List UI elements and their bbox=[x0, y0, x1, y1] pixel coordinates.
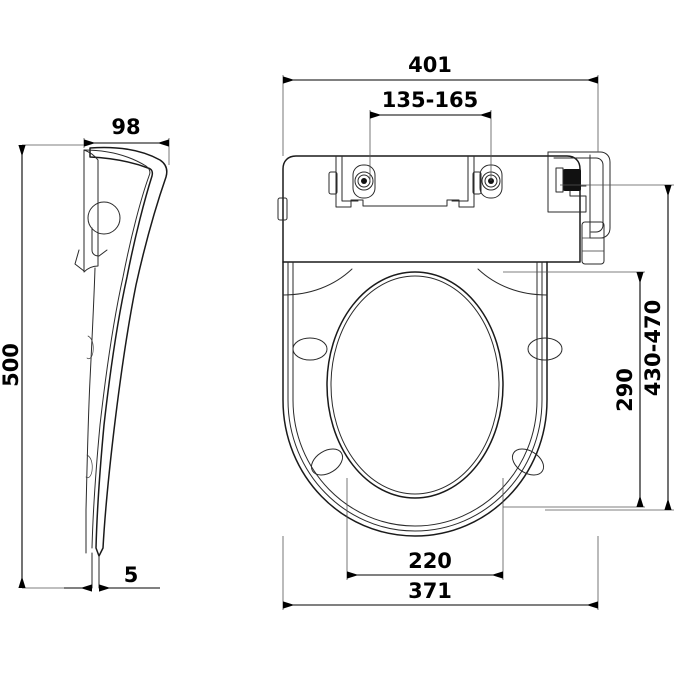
top-left-edge-tab bbox=[277, 197, 288, 221]
top-bumper-upper-left bbox=[292, 337, 328, 361]
dimension-430-470: 430-470 bbox=[545, 184, 674, 511]
top-clip-right bbox=[472, 171, 482, 195]
top-hinge-pad-left bbox=[352, 164, 376, 199]
dimension-401-label: 401 bbox=[408, 53, 452, 77]
side-bumper-circle bbox=[87, 201, 121, 235]
top-damper-core bbox=[563, 169, 581, 191]
side-pad-upper bbox=[86, 335, 94, 360]
top-plan-view: 401 135-165 220 371 bbox=[277, 53, 674, 610]
side-bumper-stem bbox=[91, 227, 108, 257]
top-seat-shoulder-left bbox=[282, 268, 353, 296]
top-hinge-bracket-outline bbox=[335, 156, 475, 208]
top-seat-inner-opening bbox=[326, 271, 504, 499]
top-damper-tail bbox=[581, 221, 605, 265]
side-bottom-stem bbox=[91, 552, 100, 589]
dimension-430-470-label: 430-470 bbox=[641, 300, 665, 396]
top-clip-left bbox=[328, 171, 338, 195]
top-seat-shoulder-right bbox=[477, 268, 548, 296]
top-seat-inner-opening-inner bbox=[330, 275, 500, 495]
side-hook-detail bbox=[74, 249, 85, 272]
top-hinge-bracket-inner bbox=[341, 156, 469, 202]
top-hinge-bolt-left-outer bbox=[354, 171, 374, 191]
dimension-98-label: 98 bbox=[111, 115, 140, 139]
side-inner-contour bbox=[83, 149, 151, 549]
top-bumper-lower-left bbox=[310, 448, 344, 476]
top-hinge-bolt-left-inner bbox=[361, 178, 367, 184]
side-underside-line bbox=[85, 267, 96, 554]
side-seat-body-outline bbox=[89, 146, 168, 557]
dimension-135-165-label: 135-165 bbox=[382, 88, 478, 112]
dimension-220: 220 bbox=[346, 478, 504, 580]
dimension-135-165: 135-165 bbox=[369, 88, 492, 181]
side-elevation-view: 98 500 5 bbox=[0, 115, 170, 592]
top-seat-outer-outline bbox=[282, 261, 548, 537]
dimension-500-label: 500 bbox=[0, 343, 23, 387]
dimension-220-label: 220 bbox=[408, 549, 452, 573]
top-mount-plate-outline bbox=[282, 155, 581, 263]
top-bumper-upper-right bbox=[527, 337, 563, 361]
dimension-290: 290 bbox=[503, 271, 645, 508]
top-damper-module bbox=[547, 151, 611, 265]
dimension-401: 401 bbox=[282, 53, 599, 156]
dimension-5-label: 5 bbox=[124, 563, 139, 587]
top-seat-outer-line3 bbox=[292, 261, 538, 527]
dimension-500: 500 bbox=[0, 144, 92, 589]
top-seat-outer-line2 bbox=[287, 261, 543, 532]
side-lid-outline bbox=[83, 149, 99, 273]
dimension-5: 5 bbox=[64, 563, 160, 592]
side-pad-lower bbox=[85, 454, 93, 479]
dimension-290-label: 290 bbox=[613, 368, 637, 412]
dimension-98: 98 bbox=[83, 115, 170, 165]
dimension-371: 371 bbox=[282, 536, 599, 610]
top-bumper-lower-right bbox=[511, 448, 545, 476]
dimension-371-label: 371 bbox=[408, 579, 452, 603]
